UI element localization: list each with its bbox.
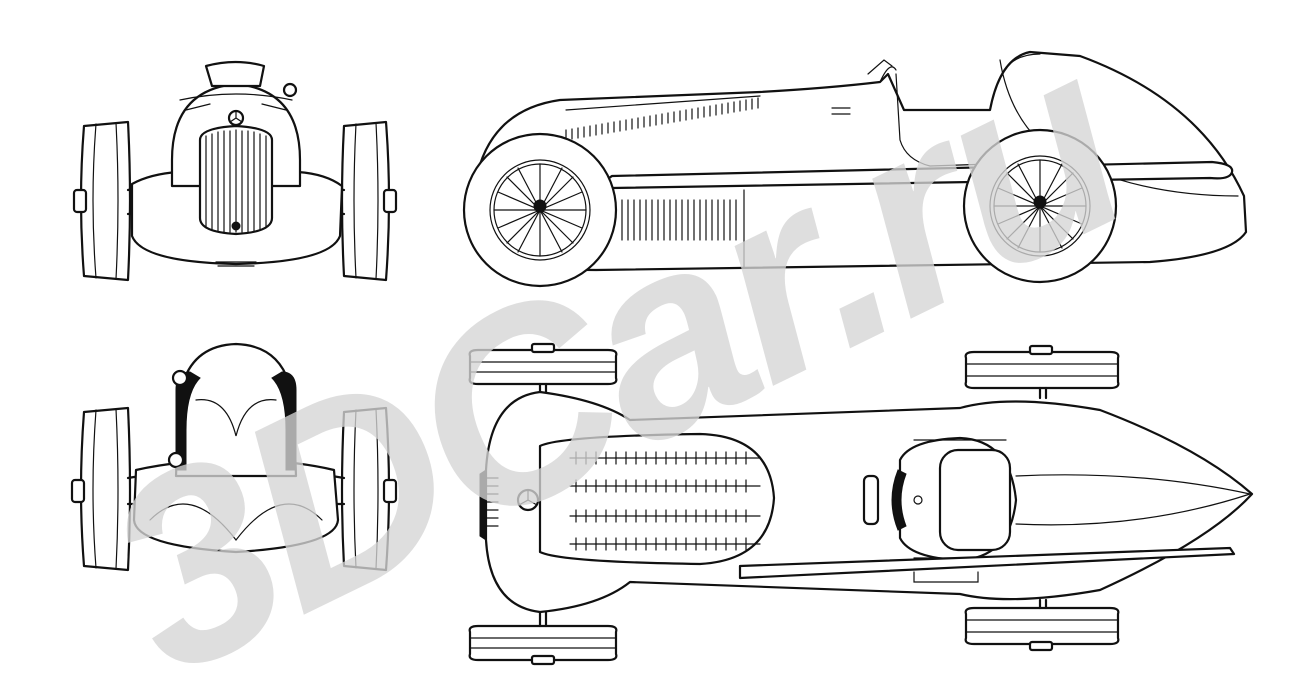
hood-louvers [565,95,761,241]
front-right-wheel [340,120,398,282]
rear-view [70,342,398,572]
top-front-right-wheel [468,624,618,666]
front-view [72,60,398,282]
rear-right-wheel [340,406,398,572]
side-view [462,50,1248,288]
top-front-left-wheel [468,342,618,386]
top-rear-right-wheel [964,606,1120,652]
top-view [468,342,1254,666]
side-rear-wheel [962,128,1118,284]
front-left-wheel [72,120,132,282]
rear-left-wheel [70,406,132,572]
top-star-emblem-icon [516,488,540,512]
top-hood-louvers [569,451,761,551]
front-grille [205,129,267,233]
top-rear-left-wheel [964,344,1120,390]
side-front-wheel [462,132,618,288]
